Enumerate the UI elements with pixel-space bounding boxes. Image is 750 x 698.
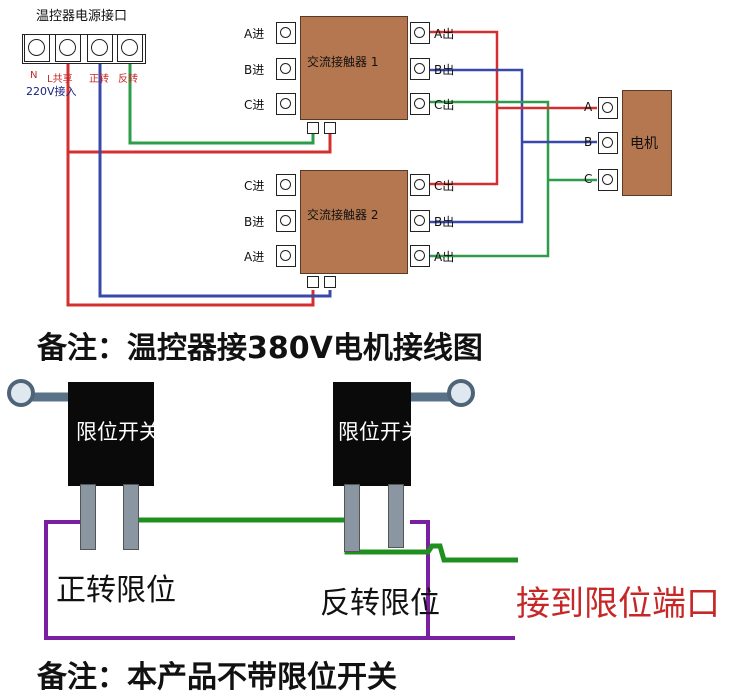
c2-a-out-terminal	[410, 245, 430, 267]
motor	[622, 90, 672, 196]
limit-switch-left	[68, 382, 154, 486]
c2-a-in-terminal	[276, 245, 296, 267]
motor-a-label: A	[584, 100, 593, 114]
motor-c-terminal	[598, 169, 618, 191]
c2-c-in-label: C进	[244, 179, 265, 193]
green-limit-wire	[130, 517, 518, 563]
c1-a-out-label: A出	[434, 27, 455, 41]
motor-c-label: C	[584, 172, 593, 186]
c2-b-out-terminal	[410, 210, 430, 232]
c2-c-out-terminal	[410, 174, 430, 196]
voltage-label: 220V接入	[26, 85, 77, 98]
c2-coil-terminal-2	[324, 276, 336, 288]
terminal-n	[24, 34, 50, 62]
motor-a-terminal	[598, 97, 618, 119]
contactor-1	[300, 16, 408, 120]
terminal-label-n: N	[30, 70, 38, 81]
terminal-reverse	[117, 34, 143, 62]
motor-name: 电机	[630, 136, 658, 152]
blue-wire	[98, 58, 332, 298]
red-wire-coil1	[68, 134, 332, 154]
rod-right-cap	[447, 379, 475, 407]
note-bottom: 备注：本产品不带限位开关	[37, 660, 397, 695]
c1-b-in-terminal	[276, 58, 296, 80]
c2-coil-terminal-1	[307, 276, 319, 288]
c1-b-out-terminal	[410, 58, 430, 80]
limit-switch-right-label: 限位开关	[338, 420, 422, 444]
port-label: 接到限位端口	[516, 584, 720, 624]
right-pin-1	[344, 484, 360, 552]
forward-limit-label: 正转限位	[56, 573, 176, 608]
limit-switch-left-label: 限位开关	[76, 420, 160, 444]
terminal-label-forward: 正转	[89, 74, 109, 85]
c1-coil-terminal-2	[324, 122, 336, 134]
c2-b-in-label: B进	[244, 215, 265, 229]
right-pin-2	[388, 484, 404, 548]
limit-switch-right	[333, 382, 411, 486]
rod-left-cap	[7, 379, 35, 407]
c1-coil-terminal-1	[307, 122, 319, 134]
contactor-2-name: 交流接触器 2	[307, 208, 379, 222]
reverse-limit-label: 反转限位	[320, 586, 440, 621]
c1-c-out-terminal	[410, 93, 430, 115]
c1-c-in-label: C进	[244, 98, 265, 112]
contactor-1-name: 交流接触器 1	[307, 55, 379, 69]
motor-b-label: B	[584, 135, 593, 149]
c2-b-in-terminal	[276, 210, 296, 232]
left-pin-1	[80, 484, 96, 550]
left-pin-2	[123, 484, 139, 550]
c1-a-in-label: A进	[244, 27, 265, 41]
c2-c-in-terminal	[276, 174, 296, 196]
note-top: 备注：温控器接380V电机接线图	[37, 331, 483, 366]
c2-a-out-label: A出	[434, 250, 455, 264]
green-wire	[128, 58, 315, 145]
terminal-l	[55, 34, 81, 62]
c1-c-in-terminal	[276, 93, 296, 115]
power-interface-title: 温控器电源接口	[36, 9, 128, 24]
c2-c-out-label: C出	[434, 179, 455, 193]
contactor-2	[300, 170, 408, 274]
c1-b-out-label: B出	[434, 63, 455, 77]
c1-a-in-terminal	[276, 22, 296, 44]
terminal-label-l: L共享	[47, 74, 73, 85]
c1-b-out-wire	[430, 68, 524, 224]
c2-b-out-label: B出	[434, 215, 455, 229]
c1-a-out-terminal	[410, 22, 430, 44]
terminal-label-reverse: 反转	[118, 74, 138, 85]
purple-wire	[44, 520, 430, 640]
terminal-forward	[87, 34, 113, 62]
c2-a-in-label: A进	[244, 250, 265, 264]
c1-b-in-label: B进	[244, 63, 265, 77]
motor-b-terminal	[598, 132, 618, 154]
c1-c-out-label: C出	[434, 98, 455, 112]
